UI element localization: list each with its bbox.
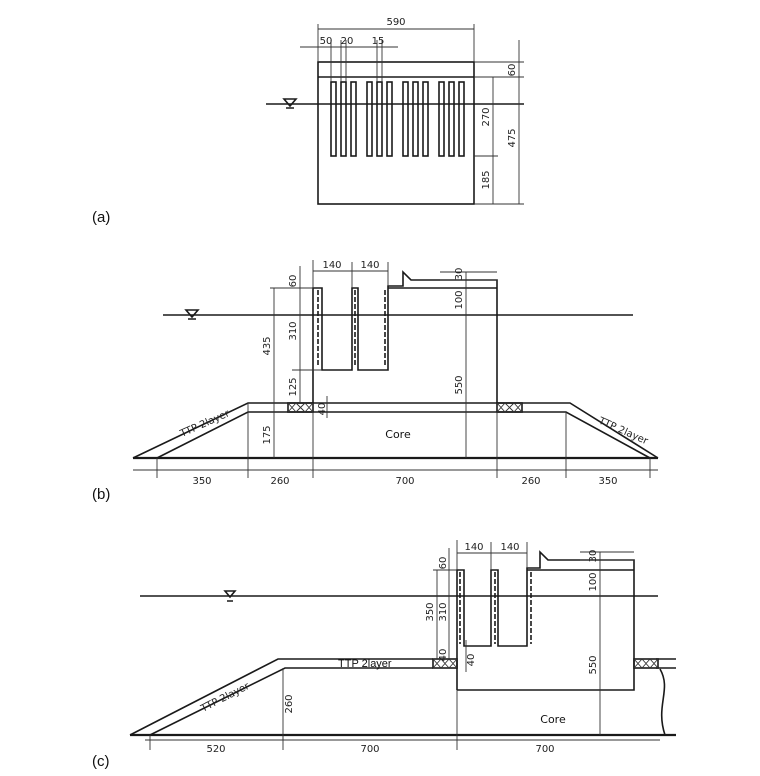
caisson-front-outline [317,61,475,205]
dim-caisson-height: 550 [588,655,599,674]
foot-protection-blocks [432,658,659,669]
mound-outer-armour [129,658,433,736]
dim-berm-right: 260 [521,476,540,487]
water-level-icon [282,98,298,109]
mound-right-edge [662,658,676,669]
dim-deck: 100 [588,572,599,591]
foot-protection-blocks [287,402,523,413]
dim-top-gap: 60 [438,557,449,570]
caisson-section [312,270,498,403]
panel-a: 590 50 20 15 60 270 185 475 (a) [92,17,524,226]
slit [402,81,409,157]
dim-lower-wall: 185 [481,170,492,189]
panel-b-label: (b) [92,486,110,503]
slit [458,81,465,157]
dim-top-slab: 60 [507,64,518,77]
water-level-icon [184,309,200,320]
dim-chamber-2: 140 [360,260,379,271]
dim-parapet: 30 [588,550,599,563]
dim-slit-height: 310 [288,321,299,340]
dim-total-height: 475 [507,128,518,147]
dim-mound-height: 260 [284,694,295,713]
slit-openings [330,81,465,157]
slit [340,81,347,157]
dim-slit-height: 310 [438,602,449,621]
water-level-icon [223,590,237,602]
dim-edge-width: 50 [320,36,333,47]
dim-mound-height: 175 [262,425,273,444]
dim-slit-width: 15 [372,36,385,47]
slit [376,81,383,157]
dim-water-depth: 435 [262,336,273,355]
ttp-layer-label-top: TTP 2layer [338,658,392,670]
dim-berm: 700 [360,744,379,755]
slit [438,81,445,157]
dim-caisson-width: 700 [535,744,554,755]
dim-water-depth: 350 [425,602,436,621]
slit [412,81,419,157]
dim-toe-right: 350 [598,476,617,487]
slit [422,81,429,157]
break-line [659,668,666,736]
dim-top-gap: 60 [288,275,299,288]
dim-caisson-height: 550 [454,375,465,394]
slit [448,81,455,157]
mound-inner-layer [156,411,651,459]
panel-b: Core TTP 2layer TTP 2layer 140 140 60 31… [92,260,659,503]
slit [330,81,337,157]
dim-parapet: 30 [454,268,465,281]
mound-outer-armour [132,402,659,459]
dim-deck: 100 [454,290,465,309]
slit [366,81,373,157]
caisson-section [456,550,635,691]
dim-slit-height: 270 [481,107,492,126]
panel-a-label: (a) [92,209,110,226]
dim-total-width: 590 [386,17,405,28]
dim-chamber-2: 140 [500,542,519,553]
dim-toe-left: 350 [192,476,211,487]
dim-block-offset: 40 [466,654,477,667]
dim-lower-gap: 125 [288,377,299,396]
dim-berm-left: 260 [270,476,289,487]
dim-caisson-width: 700 [395,476,414,487]
dim-gap-width: 20 [341,36,354,47]
core-label: Core [540,713,566,726]
slit [350,81,357,157]
dim-slope-base: 520 [206,744,225,755]
panel-c: Core TTP 2layer TTP 2layer 140 140 60 31… [92,540,676,770]
core-label: Core [385,428,411,441]
dim-chamber-1: 140 [322,260,341,271]
dim-chamber-1: 140 [464,542,483,553]
slit [386,81,393,157]
dim-block-offset: 40 [317,403,328,416]
mound-inner-layer [149,667,433,736]
panel-c-label: (c) [92,753,110,770]
dim-lower-gap: 40 [438,649,449,662]
